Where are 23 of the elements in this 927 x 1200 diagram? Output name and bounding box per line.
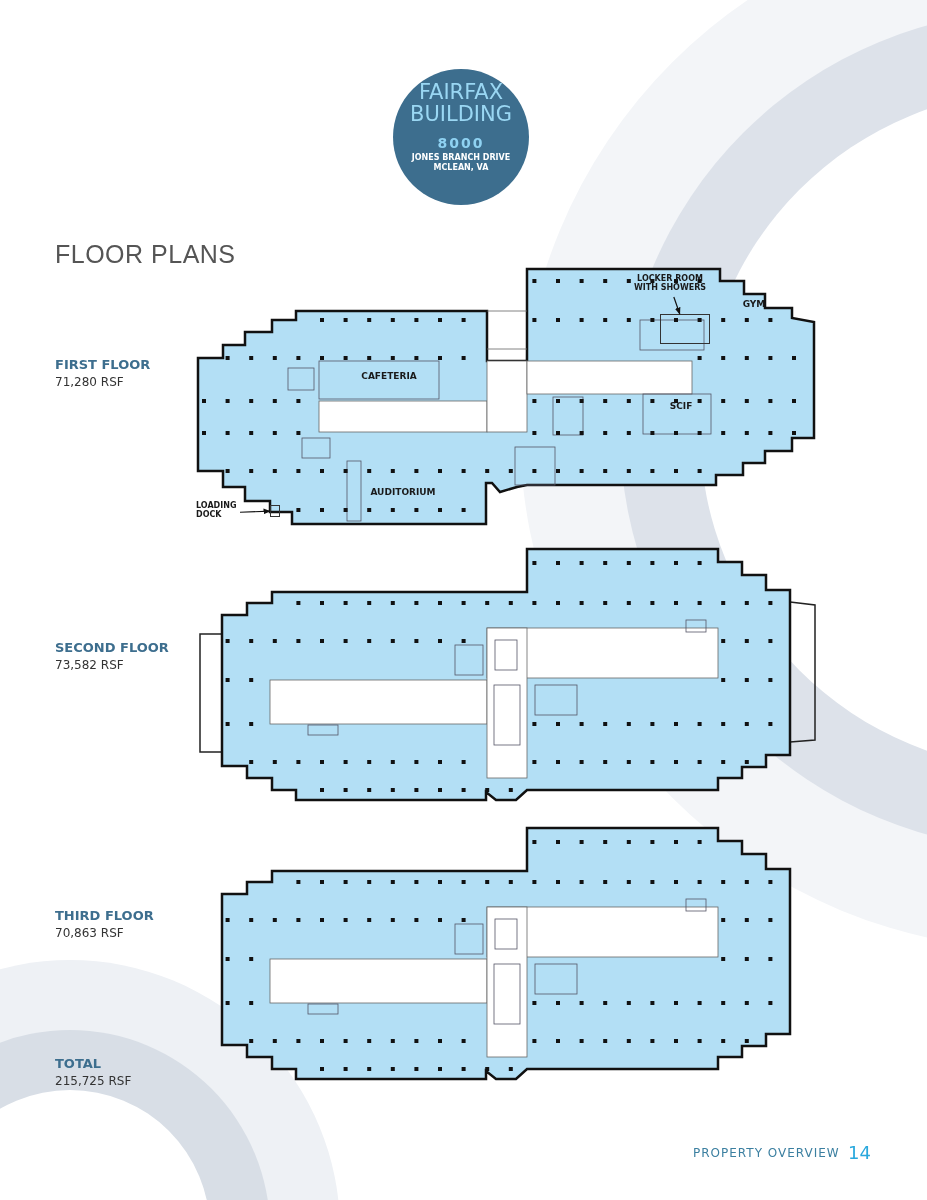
room-label: LOCKER ROOM WITH SHOWERS (628, 275, 712, 297)
arrow (673, 296, 681, 315)
dock-door (270, 505, 280, 517)
total-label: TOTAL (55, 1056, 102, 1071)
arrow (239, 508, 271, 515)
building-name: FAIRFAX BUILDING (409, 81, 513, 126)
room-label: AUDITORIUM (370, 488, 436, 502)
area-value: 215,725 RSF (55, 1074, 132, 1088)
area-value: 70,863 RSF (55, 926, 124, 940)
street-address: JONES BRANCH DRIVE MCLEAN, VA (410, 153, 512, 173)
floor-name: SECOND FLOOR (55, 640, 169, 655)
page-heading: FLOOR PLANS (55, 240, 236, 269)
area-value: 71,280 RSF (55, 375, 124, 389)
street-number: 8000 (436, 135, 486, 152)
room-label: GYM (740, 300, 768, 314)
area-value: 73,582 RSF (55, 658, 124, 672)
room-outline (660, 314, 710, 344)
floor-name: THIRD FLOOR (55, 908, 154, 923)
floor-name: FIRST FLOOR (55, 357, 151, 372)
room-label: SCIF (666, 402, 696, 416)
page-number: 14 (848, 1142, 871, 1163)
footer-text: PROPERTY OVERVIEW (693, 1146, 840, 1160)
room-label: LOADING DOCK (196, 502, 240, 524)
